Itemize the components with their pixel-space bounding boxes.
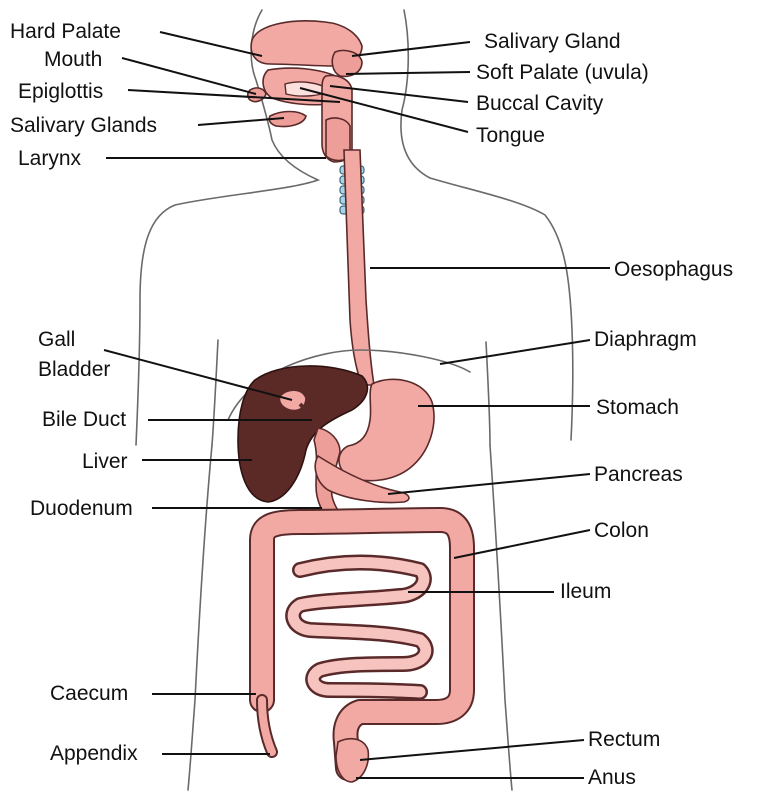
leader-gall-bladder: [103, 349, 293, 401]
label-salivary-gland: Salivary Gland: [484, 30, 621, 53]
rectum-shape: [335, 737, 370, 783]
leader-rectum: [359, 739, 585, 761]
label-soft-palate: Soft Palate (uvula): [476, 61, 649, 84]
leader-salivary-glands: [197, 117, 285, 126]
label-appendix: Appendix: [50, 742, 138, 765]
label-anus: Anus: [588, 766, 636, 789]
leader-diaphragm: [439, 339, 591, 365]
salivary-glands-shape: [268, 110, 307, 128]
label-bile-duct: Bile Duct: [42, 408, 126, 431]
label-oesophagus: Oesophagus: [614, 258, 733, 281]
label-stomach: Stomach: [596, 396, 679, 419]
label-larynx: Larynx: [18, 147, 82, 170]
label-tongue: Tongue: [476, 124, 545, 147]
leader-mouth: [121, 57, 257, 95]
label-epiglottis: Epiglottis: [18, 80, 103, 103]
bile-duct-shape: [298, 402, 316, 433]
leader-buccal-cavity: [329, 85, 469, 103]
label-mouth: Mouth: [44, 48, 102, 71]
leader-tongue: [299, 87, 469, 133]
leader-salivary-gland: [351, 41, 471, 57]
pancreas-shape: [314, 454, 410, 504]
label-salivary-glands: Salivary Glands: [10, 114, 157, 137]
label-rectum: Rectum: [588, 728, 660, 751]
label-duodenum: Duodenum: [30, 497, 133, 520]
colon-fill: [251, 509, 473, 779]
label-liver: Liver: [82, 450, 128, 473]
lip-shape: [246, 87, 267, 103]
label-pancreas: Pancreas: [594, 463, 683, 486]
leader-pancreas: [387, 473, 591, 495]
labels: Hard Palate Mouth Epiglottis Salivary Gl…: [10, 20, 733, 789]
label-gall-bladder-line1: Gall: [38, 328, 75, 351]
leader-hard-palate: [159, 31, 263, 57]
liver-shape: [237, 365, 369, 503]
leader-lines: [103, 31, 610, 779]
label-buccal-cavity: Buccal Cavity: [476, 92, 604, 115]
leader-soft-palate: [345, 71, 471, 75]
label-gall-bladder-line2: Bladder: [38, 358, 110, 381]
label-hard-palate: Hard Palate: [10, 20, 121, 43]
label-ileum: Ileum: [560, 580, 611, 603]
label-colon: Colon: [594, 519, 649, 542]
label-diaphragm: Diaphragm: [594, 328, 697, 351]
label-caecum: Caecum: [50, 682, 128, 705]
leader-epiglottis: [127, 89, 341, 103]
appendix-fill: [258, 696, 276, 756]
leader-colon: [453, 529, 591, 559]
ileum-fill: [287, 557, 432, 698]
